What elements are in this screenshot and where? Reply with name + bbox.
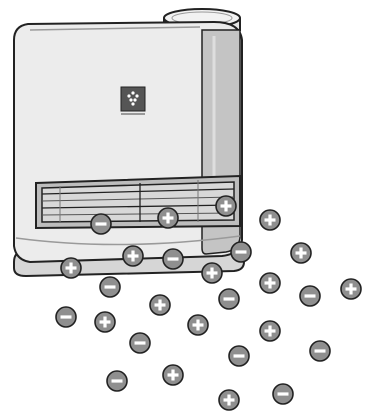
sharp-plasmacluster-logo-icon: [120, 86, 146, 115]
plus-ion-icon: [157, 207, 179, 229]
plus-ion-icon: [259, 209, 281, 231]
plus-ion-icon: [60, 257, 82, 279]
minus-ion-icon: [90, 213, 112, 235]
heater-lower-curve: [15, 235, 241, 246]
minus-ion-icon: [309, 340, 331, 362]
plus-ion-icon: [122, 245, 144, 267]
plus-ion-icon: [162, 364, 184, 386]
plus-ion-icon: [259, 320, 281, 342]
plus-ion-icon: [201, 262, 223, 284]
minus-ion-icon: [162, 248, 184, 270]
plus-ion-icon: [149, 294, 171, 316]
minus-ion-icon: [55, 306, 77, 328]
minus-ion-icon: [106, 370, 128, 392]
plus-ion-icon: [290, 242, 312, 264]
minus-ion-icon: [129, 332, 151, 354]
heater-top-edge: [29, 26, 201, 31]
plus-ion-icon: [187, 314, 209, 336]
minus-ion-icon: [218, 288, 240, 310]
minus-ion-icon: [99, 276, 121, 298]
minus-ion-icon: [228, 345, 250, 367]
ion-particles: [55, 195, 362, 411]
plus-ion-icon: [218, 389, 240, 411]
minus-ion-icon: [272, 383, 294, 405]
minus-ion-icon: [299, 285, 321, 307]
plus-ion-icon: [215, 195, 237, 217]
plus-ion-icon: [259, 272, 281, 294]
plus-ion-icon: [94, 311, 116, 333]
heater-vent-grille: [35, 174, 241, 230]
plus-ion-icon: [340, 278, 362, 300]
minus-ion-icon: [230, 241, 252, 263]
